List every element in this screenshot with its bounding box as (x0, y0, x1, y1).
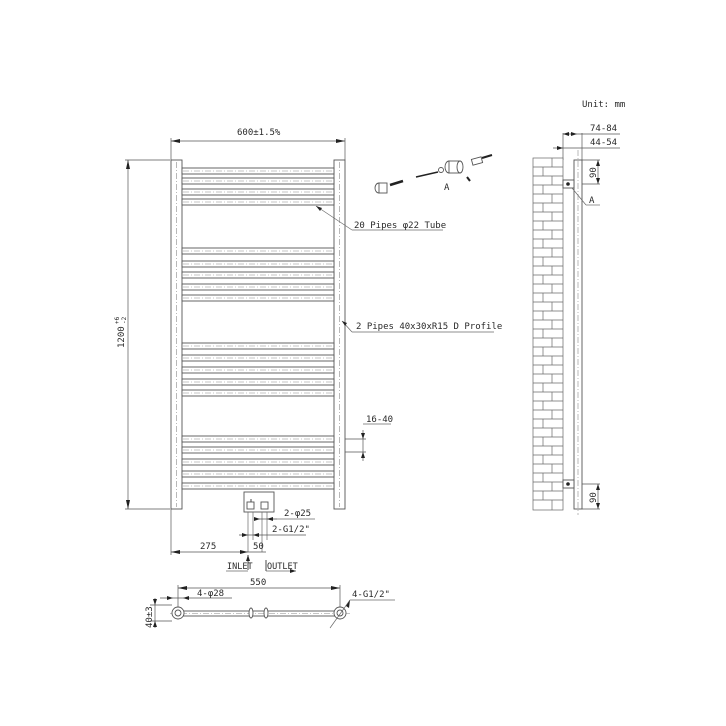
bottom-thread-label: 4-G1/2" (352, 590, 390, 600)
depth-inner-label: 44-54 (590, 138, 617, 148)
tube-group-1 (181, 167, 335, 206)
height-dimension-label: 1200 (117, 326, 127, 348)
brick-wall (532, 157, 564, 511)
left-rail (170, 159, 183, 510)
height-tolerance-lower: -2 (121, 316, 128, 324)
top-bracket-offset-label: 90 (589, 167, 599, 178)
tube-group-4 (181, 435, 335, 490)
detail-a-label: A (444, 183, 450, 193)
bottom-bracket-offset-label: 90 (589, 492, 599, 503)
tubes-callout: 20 Pipes φ22 Tube (354, 221, 446, 231)
bracket-diameter-label: 4-φ28 (197, 589, 224, 599)
connection-thread-label: 2-G1/2" (272, 525, 310, 535)
bottom-view: 550 4-φ28 4-G1/2" 40±3 (145, 578, 395, 629)
outlet-label: OUTLET (267, 562, 298, 572)
tube-group-3 (181, 342, 335, 397)
bracket-detail-label: A (589, 196, 595, 206)
right-rail (333, 159, 346, 510)
side-view: 74-84 44-54 (532, 124, 620, 515)
bottom-centers-label: 550 (250, 578, 266, 588)
height-tolerance-upper: +6 (114, 316, 121, 324)
fixing-kit-detail: A (374, 154, 493, 194)
front-view: 600±1.5% 1200 +6 -2 (114, 128, 502, 573)
profile-callout: 2 Pipes 40x30xR15 D Profile (356, 322, 502, 332)
bottom-depth-label: 40±3 (145, 606, 155, 628)
centers-dimension-label: 50 (253, 542, 264, 552)
inlet-label: INLET (227, 562, 253, 572)
unit-label: Unit: mm (582, 100, 625, 110)
depth-outer-label: 74-84 (590, 124, 617, 134)
connection-diameter-label: 2-φ25 (284, 509, 311, 519)
tube-group-2 (181, 247, 335, 302)
gap-dimension-label: 16-40 (366, 415, 393, 425)
offset-dimension-label: 275 (200, 542, 216, 552)
width-dimension-label: 600±1.5% (237, 128, 281, 138)
